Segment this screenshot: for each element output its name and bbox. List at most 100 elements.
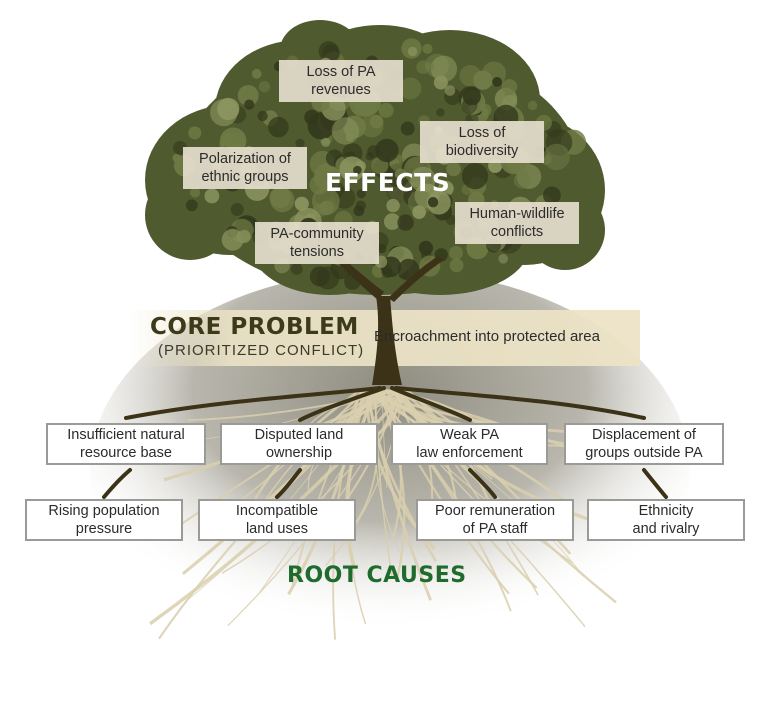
surface-root — [298, 386, 386, 422]
cause-disputed-land-ownership: Disputed land ownership — [220, 423, 378, 465]
canopy-leaf-cluster — [237, 229, 251, 244]
effects-title: EFFECTS — [325, 168, 451, 197]
root-strand — [324, 389, 405, 567]
canopy-leaf-cluster — [543, 186, 561, 205]
root-strand — [363, 389, 384, 422]
root-strand — [364, 389, 432, 601]
tree-trunk — [372, 296, 402, 385]
root-strand — [291, 389, 364, 587]
canopy-leaf-cluster — [399, 77, 422, 100]
canopy-leaf-cluster — [444, 85, 456, 96]
canopy-leaf-cluster — [322, 44, 340, 62]
canopy-leaf-cluster — [426, 190, 451, 215]
canopy-leaf-cluster — [217, 97, 240, 121]
canopy-leaf-cluster — [290, 263, 303, 275]
canopy-leaf-cluster — [316, 266, 340, 290]
root-strand — [372, 388, 592, 458]
canopy-leaf-cluster — [360, 114, 384, 138]
surface-root — [468, 468, 497, 499]
root-strand — [374, 389, 394, 579]
canopy-leaf-cluster — [356, 189, 366, 199]
canopy-leaf-cluster — [185, 199, 198, 212]
canopy-leaf-cluster — [365, 152, 374, 161]
canopy-leaf-cluster — [321, 137, 331, 147]
effect-pa-community-tensions: PA-community tensions — [255, 222, 379, 264]
root-strand — [366, 388, 584, 434]
cause-rising-population-pressure: Rising population pressure — [25, 499, 183, 541]
canopy-leaf-cluster — [378, 102, 394, 118]
canopy-leaf-cluster — [258, 80, 271, 93]
root-causes-title: ROOT CAUSES — [287, 563, 467, 588]
canopy-leaf-cluster — [498, 253, 509, 264]
canopy-leaf-cluster — [527, 100, 538, 111]
canopy-leaf-cluster — [244, 99, 255, 110]
canopy-leaf-cluster — [375, 138, 399, 163]
cause-weak-pa-law-enforcement: Weak PA law enforcement — [391, 423, 548, 465]
canopy-leaf-cluster — [353, 205, 365, 217]
canopy-leaf-cluster — [446, 161, 461, 177]
canopy-leaf-cluster — [188, 126, 202, 140]
canopy-leaf-cluster — [386, 198, 400, 213]
effect-polarization-of-ethnic-groups: Polarization of ethnic groups — [183, 147, 307, 189]
surface-root — [102, 468, 132, 499]
canopy-leaf-cluster — [461, 98, 478, 114]
cause-insufficient-natural-resource-base: Insufficient natural resource base — [46, 423, 206, 465]
canopy-leaf-cluster — [377, 243, 387, 254]
effect-loss-of-pa-revenues: Loss of PA revenues — [279, 60, 403, 102]
canopy-leaf-cluster — [407, 46, 418, 57]
canopy-leaf-cluster — [237, 85, 259, 106]
canopy-leaf-cluster — [501, 79, 518, 95]
canopy-leaf-cluster — [353, 165, 362, 175]
root-strand — [394, 389, 538, 589]
cause-poor-remuneration-of-pa-staff: Poor remuneration of PA staff — [416, 499, 574, 541]
surface-root — [642, 468, 668, 499]
surface-root — [390, 386, 472, 422]
canopy-leaf-cluster — [422, 43, 433, 54]
canopy-leaf-cluster — [394, 168, 407, 180]
canopy-leaf-cluster — [410, 166, 436, 193]
canopy-leaf-cluster — [397, 214, 414, 231]
canopy-leaf-cluster — [430, 55, 458, 82]
canopy-leaf-cluster — [449, 245, 463, 260]
canopy-leaf-cluster — [381, 267, 393, 278]
canopy-leaf-cluster — [383, 213, 401, 230]
cause-incompatible-land-uses: Incompatible land uses — [198, 499, 356, 541]
canopy-leaf-cluster — [436, 108, 445, 117]
canopy-leaf-cluster — [251, 68, 262, 79]
canopy-leaf-cluster — [513, 171, 531, 189]
canopy-leaf-cluster — [257, 110, 268, 122]
canopy-leaf-cluster — [294, 196, 309, 211]
canopy-leaf-cluster — [461, 163, 489, 190]
canopy-leaf-cluster — [459, 64, 482, 87]
core-problem-statement: Encroachment into protected area — [374, 328, 600, 345]
core-problem-subtitle: (PRIORITIZED CONFLICT) — [158, 342, 365, 359]
canopy-leaf-cluster — [412, 205, 426, 219]
canopy-leaf-cluster — [492, 77, 502, 87]
canopy-leaf-cluster — [190, 187, 201, 198]
surface-root — [275, 468, 302, 499]
canopy-leaf-cluster — [425, 61, 435, 71]
surface-root — [394, 386, 646, 420]
canopy-leaf-cluster — [204, 188, 220, 204]
surface-root — [124, 386, 382, 420]
cause-ethnicity-and-rivalry: Ethnicity and rivalry — [587, 499, 745, 541]
canopy-leaf-cluster — [268, 116, 289, 138]
canopy-leaf-cluster — [311, 187, 340, 216]
canopy-leaf-cluster — [230, 203, 244, 216]
canopy-leaf-cluster — [449, 258, 464, 273]
canopy-leaf-cluster — [331, 117, 360, 145]
canopy-leaf-cluster — [543, 143, 570, 171]
canopy-leaf-cluster — [386, 177, 413, 203]
trunk-branch-left — [330, 252, 384, 300]
canopy-leaf-cluster — [427, 197, 439, 208]
canopy-leaf-cluster — [269, 186, 291, 209]
canopy-leaf-cluster — [172, 153, 181, 163]
canopy-leaf-cluster — [295, 138, 305, 148]
canopy-leaf-cluster — [400, 121, 415, 136]
effect-human-wildlife-conflicts: Human-wildlife conflicts — [455, 202, 579, 244]
core-problem-title: CORE PROBLEM — [150, 314, 359, 340]
effect-loss-of-biodiversity: Loss of biodiversity — [420, 121, 544, 163]
cause-displacement-of-groups-outside-pa: Displacement of groups outside PA — [564, 423, 724, 465]
trunk-branch-right — [388, 256, 444, 302]
